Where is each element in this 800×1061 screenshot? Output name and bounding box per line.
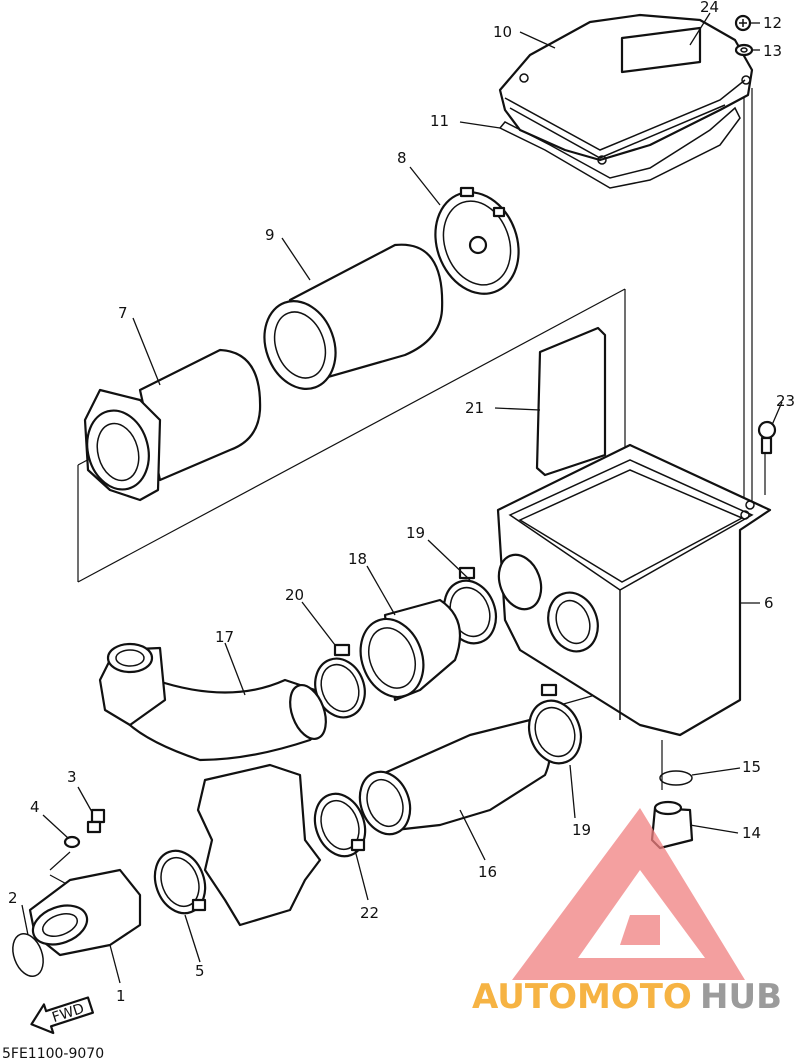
- callout-23: 23: [776, 392, 795, 410]
- o-ring: [12, 933, 44, 977]
- hose-clamp-19-lower: [527, 683, 583, 765]
- watermark-text: AUTOMOTO HUB: [472, 977, 782, 1017]
- callout-2: 2: [8, 889, 18, 907]
- intake-duct: [358, 718, 552, 836]
- leader-lines: [21, 12, 783, 984]
- dashed-guide-lines: [49, 80, 766, 914]
- callout-1: 1: [116, 987, 126, 1005]
- element-cap: [434, 186, 520, 295]
- callout-3: 3: [67, 768, 77, 786]
- air-filter-element: [263, 243, 444, 390]
- watermark-logo: [512, 808, 745, 980]
- callout-9: 9: [265, 226, 275, 244]
- hose-clamp-22: [313, 792, 367, 858]
- watermark-text-hub: HUB: [700, 977, 782, 1017]
- callout-13: 13: [763, 42, 782, 60]
- intake-duct-curved: [98, 642, 327, 762]
- intake-joint: [28, 868, 142, 957]
- callout-16: 16: [478, 863, 497, 881]
- callout-4: 4: [30, 798, 40, 816]
- washer-4: [63, 835, 81, 849]
- screw-and-washer: [734, 14, 754, 57]
- watermark-text-automoto: AUTOMOTO: [472, 977, 692, 1017]
- bolt-3: [86, 808, 106, 834]
- element-frame: [83, 348, 262, 502]
- callout-6: 6: [764, 594, 774, 612]
- fwd-arrow: FWD: [30, 996, 95, 1035]
- callout-12: 12: [763, 14, 782, 32]
- cap-seal: [498, 106, 741, 189]
- bolt-23: [757, 420, 777, 455]
- part-code: 5FE1100-9070: [2, 1046, 104, 1061]
- callout-15: 15: [742, 758, 761, 776]
- engine-block-outline: [196, 763, 322, 927]
- callout-19-lower: 19: [572, 821, 591, 839]
- callout-8: 8: [397, 149, 407, 167]
- case-cap: [498, 13, 754, 165]
- callout-labels: 10 24 12 13 11 8 9 7 21 23 6 19 18 20 17…: [8, 0, 795, 1005]
- callout-21: 21: [465, 399, 484, 417]
- callout-19-upper: 19: [406, 524, 425, 542]
- callout-24: 24: [700, 0, 719, 16]
- fwd-label: FWD: [50, 1001, 86, 1026]
- label-sticker: [620, 26, 702, 74]
- callout-20: 20: [285, 586, 304, 604]
- callout-7: 7: [118, 304, 128, 322]
- sponge-pad: [535, 326, 607, 477]
- callout-22: 22: [360, 904, 379, 922]
- callout-5: 5: [195, 962, 205, 980]
- callout-11: 11: [430, 112, 449, 130]
- callout-10: 10: [493, 23, 512, 41]
- callout-17: 17: [215, 628, 234, 646]
- joint-boot: [359, 598, 462, 702]
- air-filter-case: [496, 443, 772, 737]
- callout-14: 14: [742, 824, 761, 842]
- triangle-logo-icon: [512, 808, 745, 980]
- clamp-5: [153, 849, 207, 915]
- callout-18: 18: [348, 550, 367, 568]
- drain-clip: [659, 770, 693, 786]
